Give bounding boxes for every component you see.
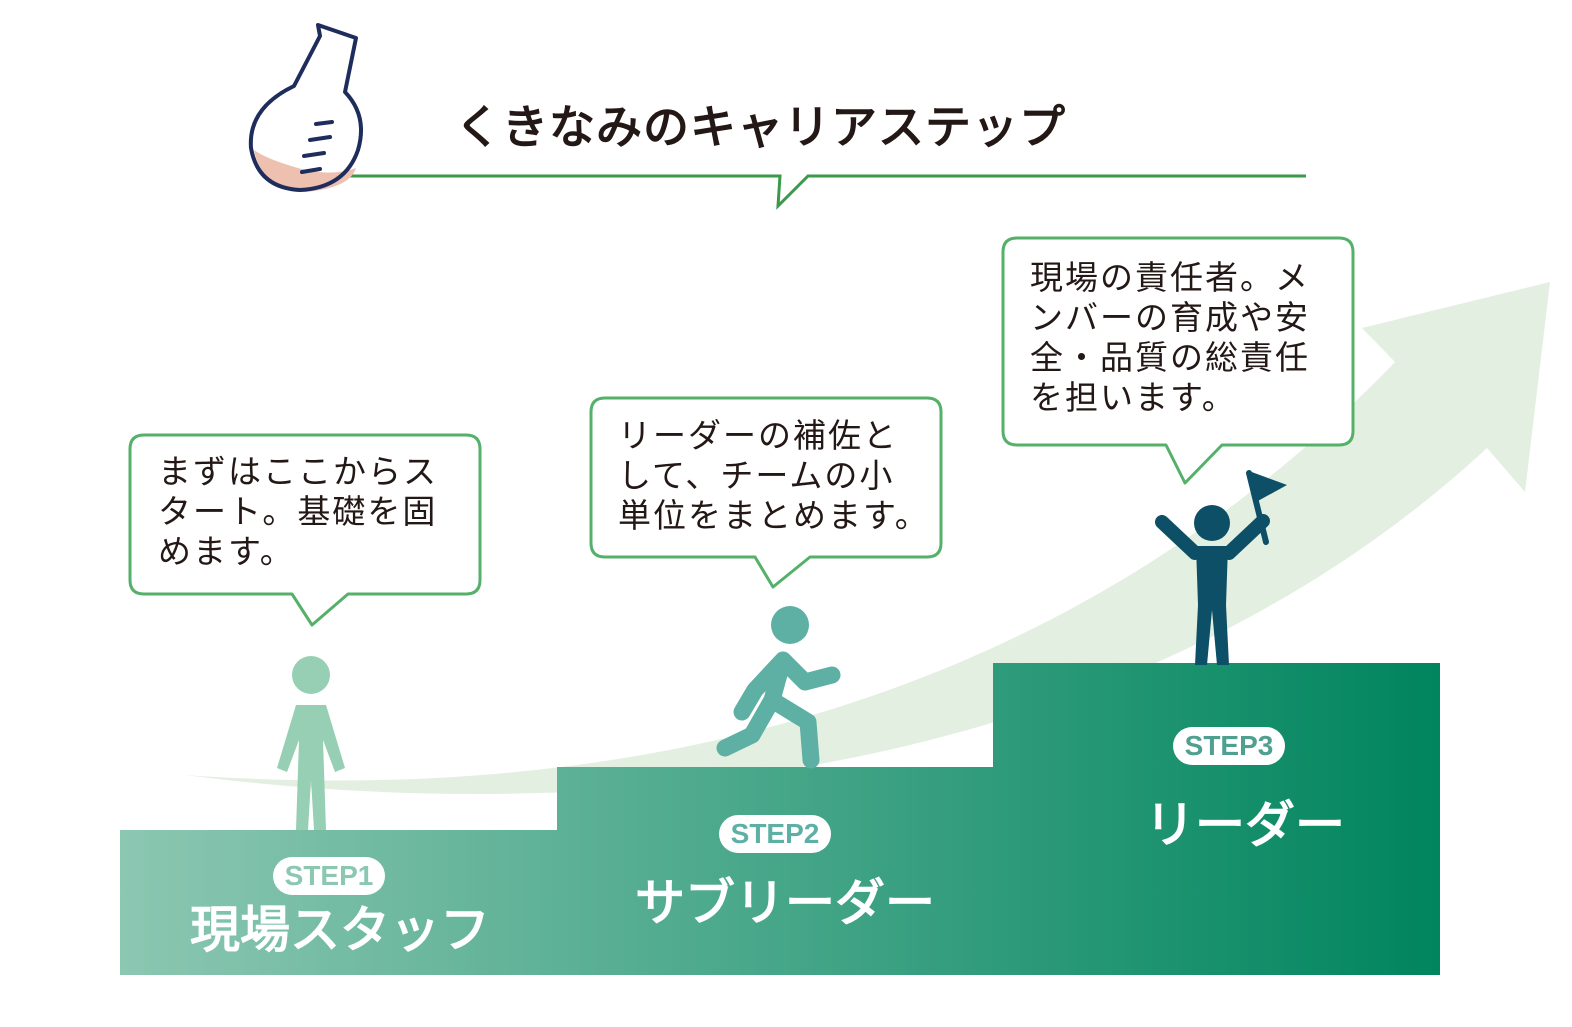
person-with-flag-icon bbox=[1155, 470, 1287, 665]
bubble-step2 bbox=[589, 396, 943, 589]
step3-name: リーダー bbox=[1145, 796, 1345, 854]
step2-badge: STEP2 bbox=[719, 815, 831, 853]
step2-name: サブリーダー bbox=[635, 874, 935, 932]
step1-badge: STEP1 bbox=[273, 857, 385, 895]
bubble-step1-text: まずはここからス タート。基礎を固 めます。 bbox=[158, 452, 438, 571]
round-flask-icon bbox=[248, 23, 363, 192]
step1-name: 現場スタッフ bbox=[190, 901, 490, 959]
step3-badge: STEP3 bbox=[1173, 727, 1285, 765]
bubble-step3 bbox=[1001, 236, 1355, 485]
bubble-step1 bbox=[128, 433, 482, 627]
standing-person-icon bbox=[277, 656, 345, 830]
growth-arrow bbox=[185, 282, 1550, 795]
bubble-step3-text: 現場の責任者。メ ンバーの育成や安 全・品質の総責任 を担います。 bbox=[1030, 258, 1310, 417]
running-person-icon bbox=[716, 606, 841, 769]
bubble-step2-text: リーダーの補佐と して、チームの小 単位をまとめます。 bbox=[618, 416, 930, 535]
title-underline bbox=[262, 174, 1306, 210]
page-title: くきなみのキャリアステップ bbox=[455, 100, 1066, 154]
